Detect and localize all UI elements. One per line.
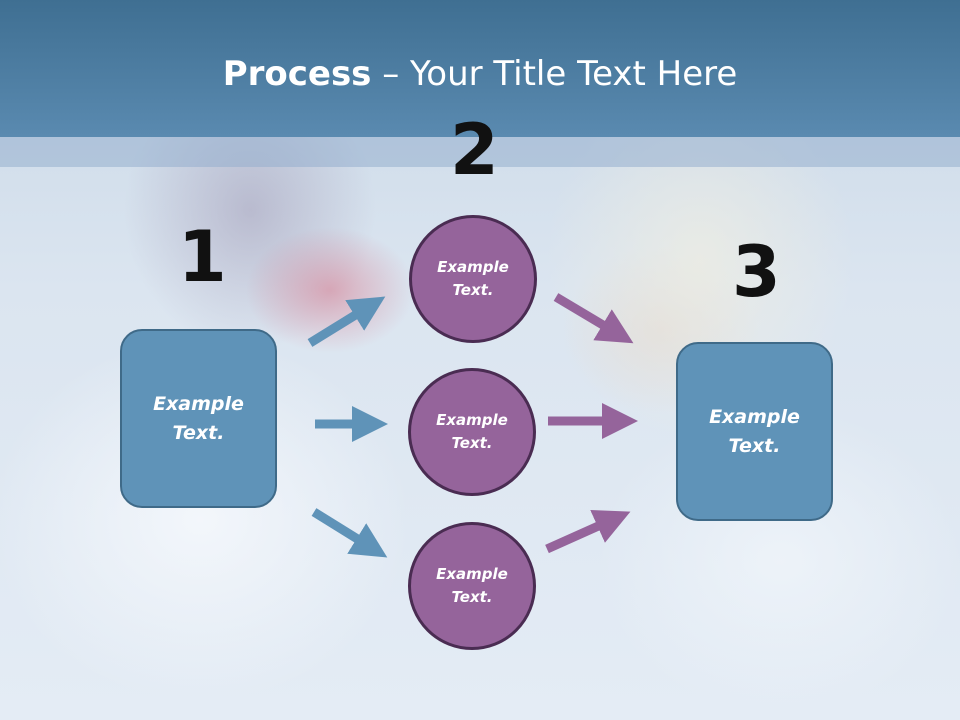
step-3-text: Example Text. [709, 405, 800, 457]
step-2-circle-top: Example Text. [409, 215, 537, 343]
circle-bottom-text: Example Text. [436, 565, 508, 606]
slide-title: Process – Your Title Text Here [0, 52, 960, 96]
title-rest: – Your Title Text Here [371, 54, 738, 94]
title-bar [0, 0, 960, 137]
step-2-circle-middle: Example Text. [408, 368, 536, 496]
arrow-top-to-right [553, 293, 634, 344]
arrow-bottom-to-right [545, 509, 631, 554]
circle-top-text: Example Text. [437, 258, 509, 299]
circle-middle-text: Example Text. [436, 411, 508, 452]
step-2-circle-bottom: Example Text. [408, 522, 536, 650]
title-bar-strip [0, 137, 960, 167]
step-number-2: 2 [450, 109, 499, 191]
step-3-box: Example Text. [676, 342, 833, 521]
step-number-1: 1 [178, 216, 227, 298]
step-1-box: Example Text. [120, 329, 277, 508]
title-bold: Process [222, 54, 372, 94]
arrow-left-to-top [307, 296, 386, 347]
step-number-3: 3 [732, 231, 781, 313]
step-1-text: Example Text. [153, 392, 244, 444]
arrow-left-to-bottom [311, 508, 388, 558]
